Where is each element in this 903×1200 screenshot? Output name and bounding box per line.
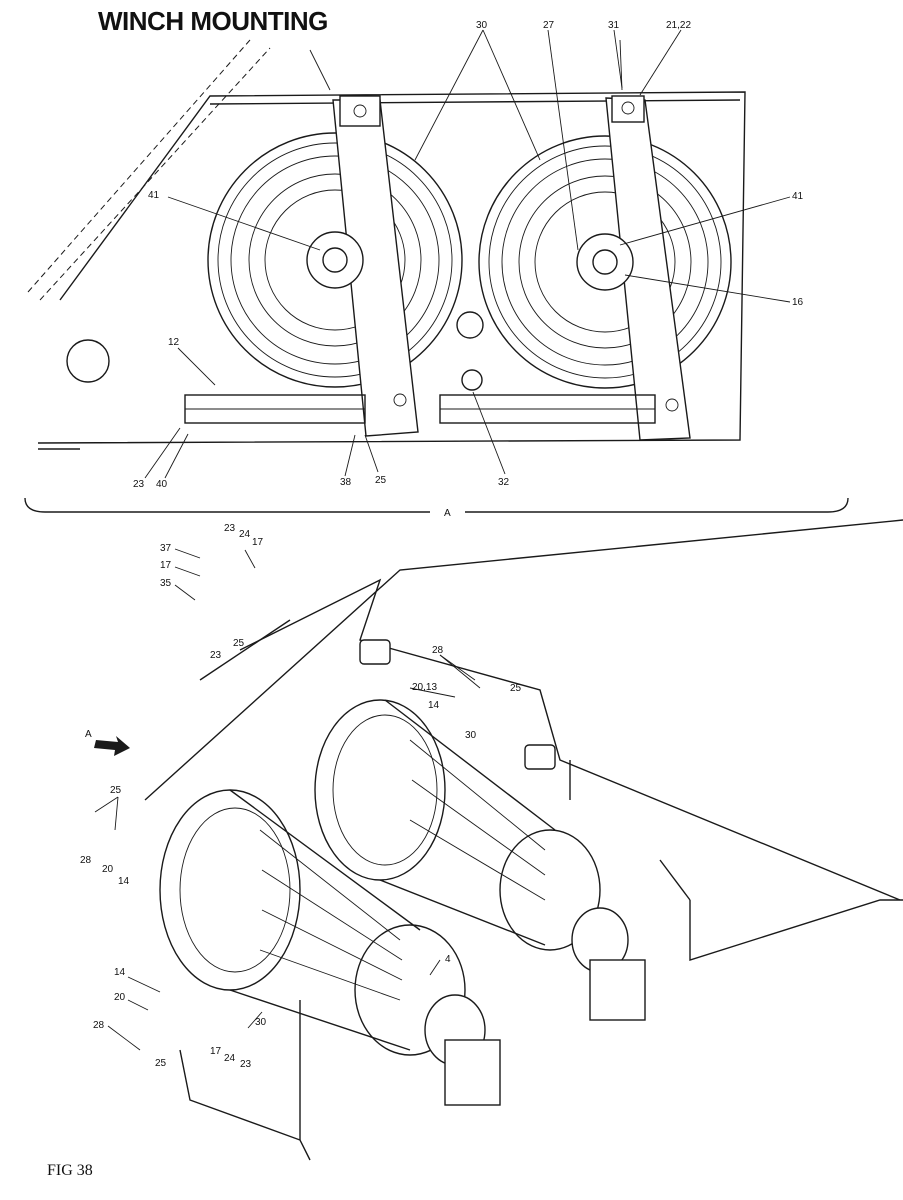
- callout-17-bottom: 17: [210, 1046, 222, 1057]
- view-a-bracket: A: [24, 497, 849, 519]
- callout-20-left: 20: [102, 864, 114, 875]
- callout-14-lower: 14: [114, 967, 126, 978]
- callout-28-upper: 28: [432, 645, 444, 656]
- callout-37: 37: [160, 543, 172, 554]
- callout-41-left: 41: [148, 190, 160, 201]
- arrow-label: A: [85, 729, 92, 740]
- callout-4: 4: [445, 954, 451, 965]
- callout-28-left: 28: [80, 855, 92, 866]
- callout-23-bracket: 23: [210, 650, 222, 661]
- callout-23-top: 23: [224, 523, 236, 534]
- callout-12: 12: [168, 337, 180, 348]
- callout-25-bracket: 25: [233, 638, 245, 649]
- left-drum-flange: [207, 132, 463, 388]
- callout-25-upper: 25: [510, 683, 522, 694]
- callout-28-lower: 28: [93, 1020, 105, 1031]
- callout-30: 30: [476, 20, 488, 31]
- callout-38: 38: [340, 477, 352, 488]
- callout-35: 35: [160, 578, 172, 589]
- left-tie-bar: [306, 95, 419, 437]
- callout-17-top: 17: [252, 537, 264, 548]
- iso-right-drum: [314, 699, 646, 1021]
- callout-14-upper: 14: [428, 700, 440, 711]
- callout-23-bottom: 23: [240, 1059, 252, 1070]
- figure-label: FIG 38: [47, 1162, 93, 1179]
- callout-20-13: 20,13: [412, 682, 437, 693]
- callout-30-lower: 30: [255, 1017, 267, 1028]
- callout-31: 31: [608, 20, 620, 31]
- callout-41-right: 41: [792, 191, 804, 202]
- iso-chassis-frame: [144, 519, 903, 1161]
- callout-30-upper: 30: [465, 730, 477, 741]
- right-drum-flange: [478, 135, 732, 389]
- callout-16: 16: [792, 297, 804, 308]
- callout-17-mid: 17: [160, 560, 172, 571]
- callout-32: 32: [498, 477, 510, 488]
- callout-25-left: 25: [110, 785, 122, 796]
- direction-arrow: A: [85, 729, 130, 756]
- callout-24-top: 24: [239, 529, 251, 540]
- callout-23: 23: [133, 479, 145, 490]
- callout-20-lower: 20: [114, 992, 126, 1003]
- callout-14-left: 14: [118, 876, 130, 887]
- view-letter: A: [444, 508, 451, 519]
- callout-24-bottom: 24: [224, 1053, 236, 1064]
- top-callouts: 30 27 31 21,22 41 41 16 12 23 40 38 25 3…: [133, 20, 804, 490]
- top-view-frame: [27, 39, 746, 450]
- top-leader-lines: [144, 29, 791, 479]
- diagram-title: WINCH MOUNTING: [98, 6, 328, 36]
- callout-40: 40: [156, 479, 168, 490]
- base-rails: [184, 311, 656, 424]
- bottom-leader-lines: [94, 548, 481, 1051]
- bottom-callouts: 23 24 17 37 17 35 25 23 28 20,13 25 14 3…: [80, 523, 522, 1070]
- callout-27: 27: [543, 20, 555, 31]
- right-tie-bar: [576, 95, 691, 441]
- callout-25: 25: [375, 475, 387, 486]
- iso-left-drum: [159, 789, 501, 1106]
- callout-21-22: 21,22: [666, 20, 691, 31]
- callout-25-lower: 25: [155, 1058, 167, 1069]
